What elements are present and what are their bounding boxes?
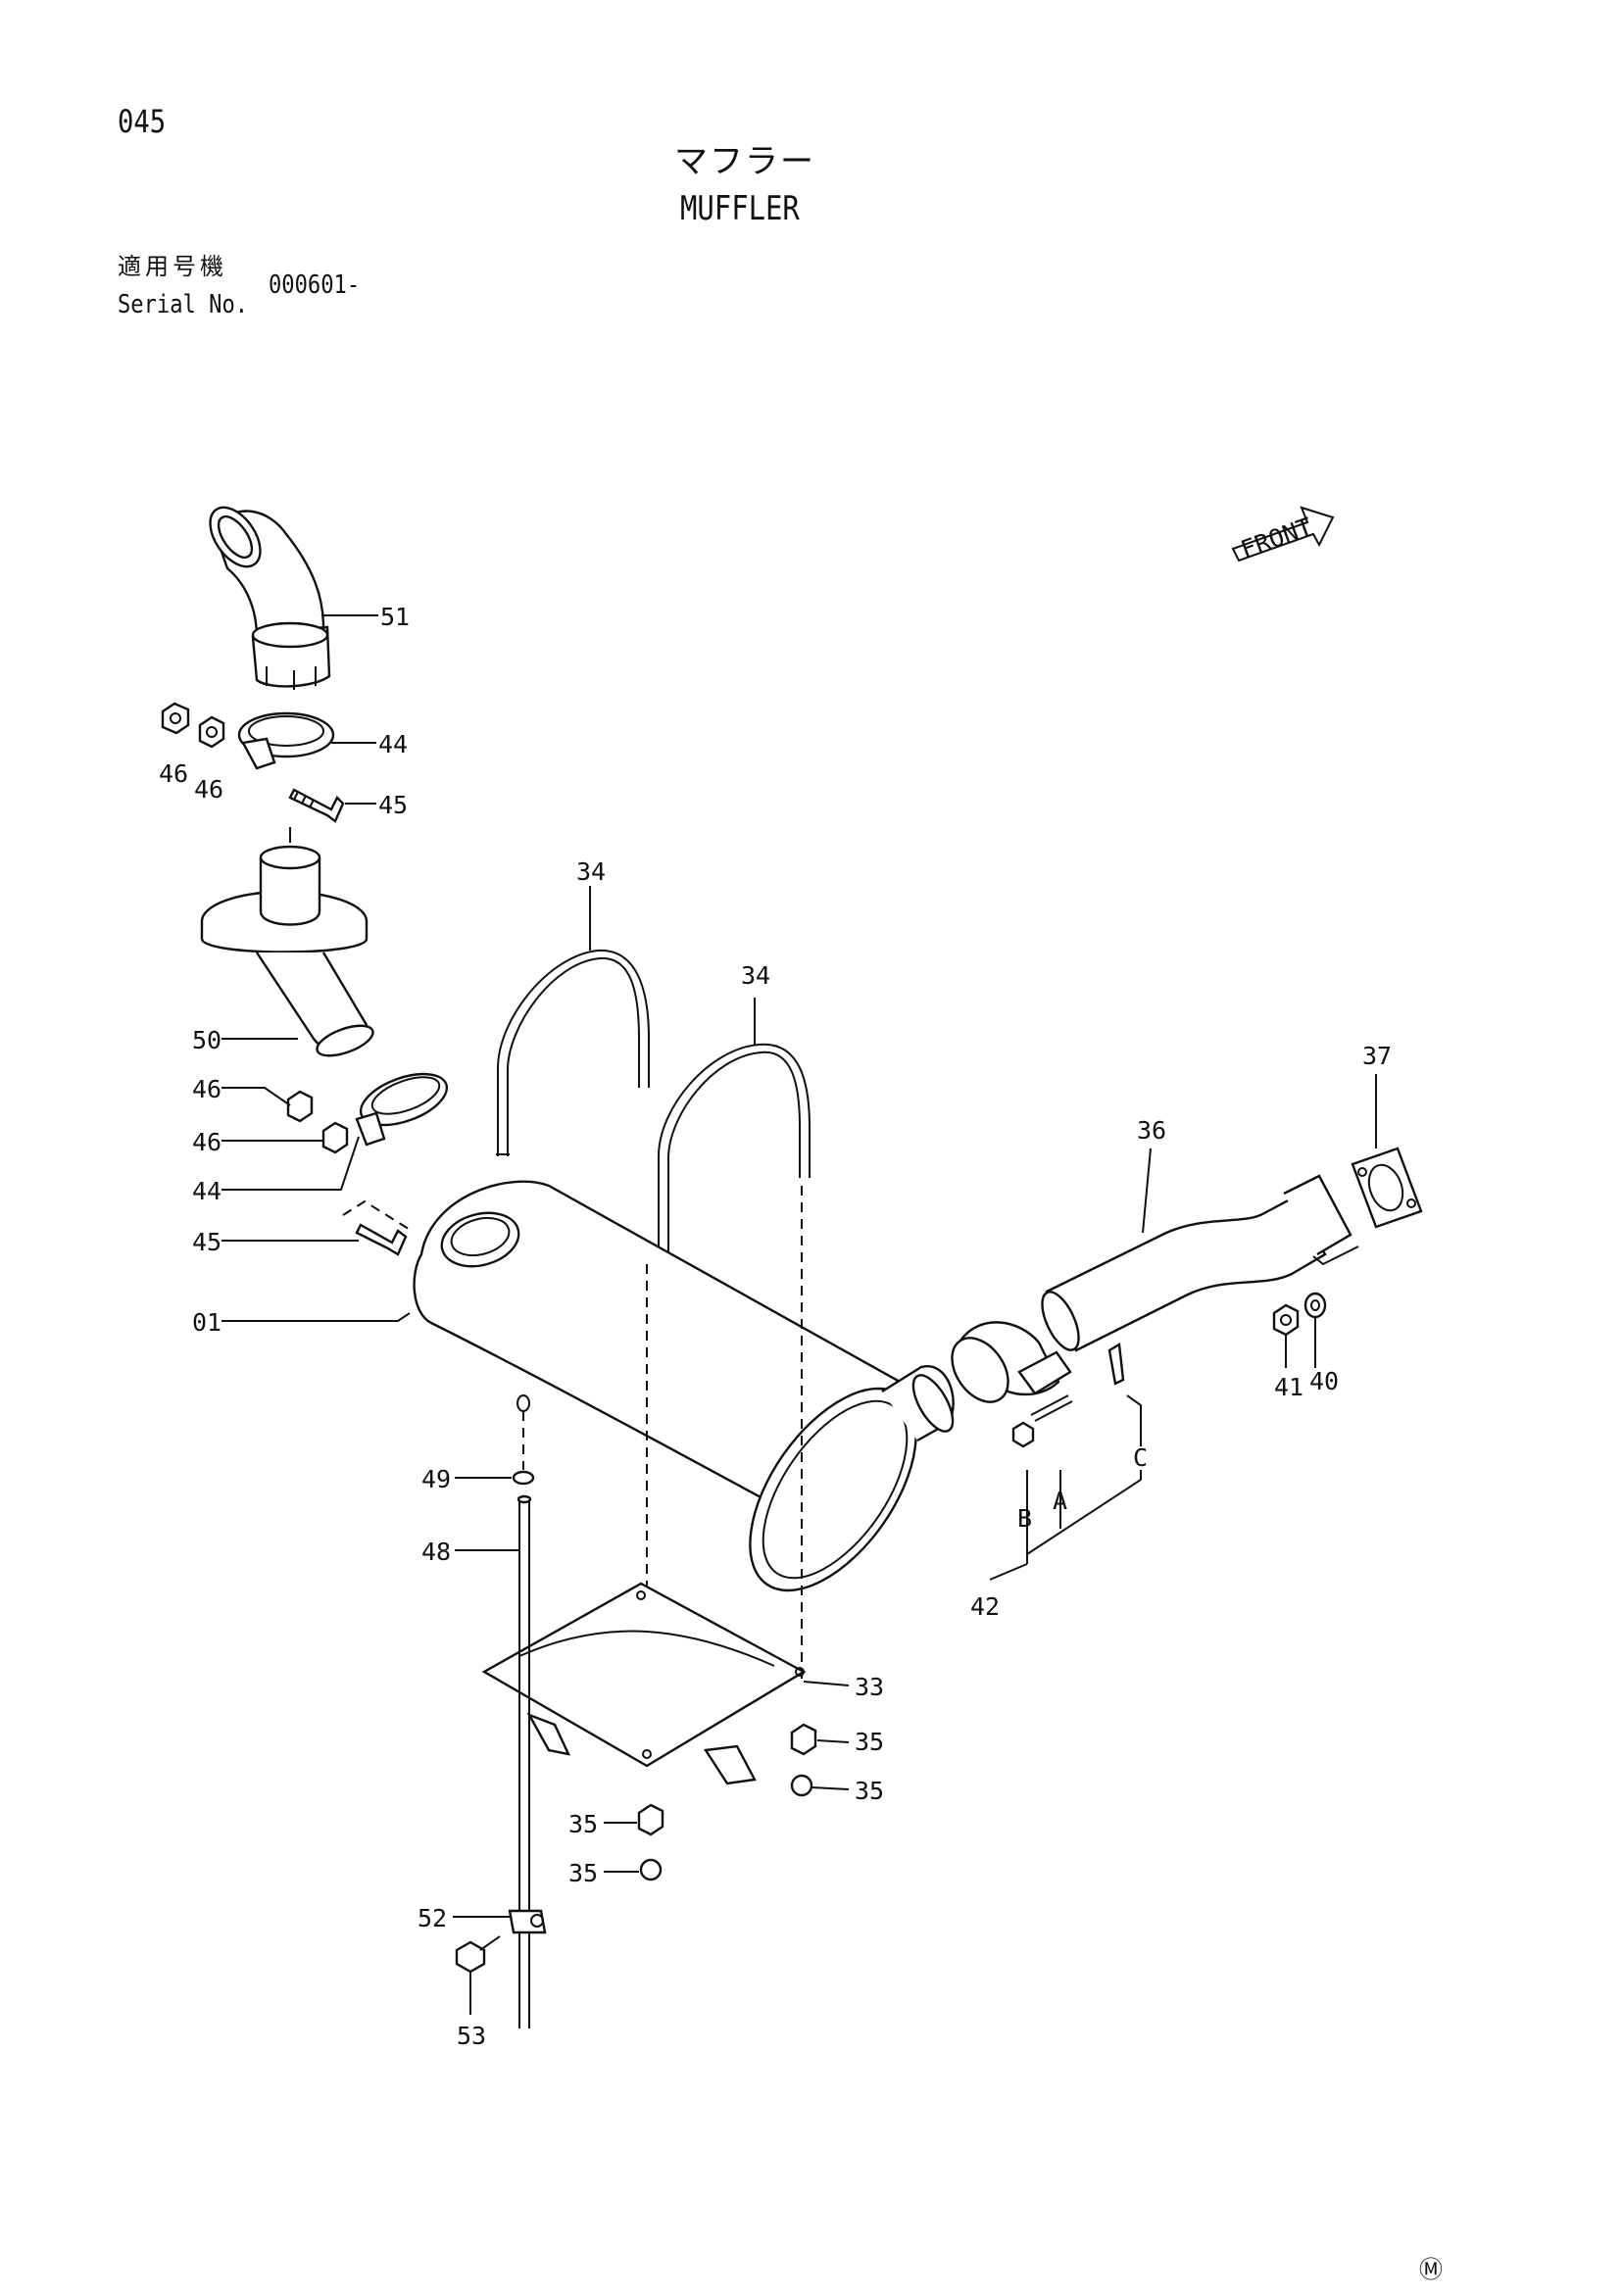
elbow-pipe-part	[209, 506, 331, 690]
callout-34: 34	[741, 961, 770, 990]
hex-nut-icon	[161, 702, 190, 735]
callout-53: 53	[457, 2022, 486, 2050]
callout-36: 36	[1137, 1116, 1166, 1145]
callout-46: 46	[192, 1075, 221, 1103]
callout-01: 01	[192, 1308, 221, 1337]
tail-pipe-part	[200, 845, 374, 1057]
callout-46: 46	[192, 1128, 221, 1156]
callout-37: 37	[1362, 1042, 1392, 1070]
callout-44: 44	[192, 1177, 221, 1205]
callout-44: 44	[378, 730, 408, 758]
exhaust-pipe-part	[1041, 1174, 1352, 1352]
callout-46: 46	[194, 775, 223, 804]
clamp-icon	[508, 1909, 547, 1934]
muffler-bracket-part	[481, 1582, 807, 1785]
page-number: 045	[118, 103, 167, 140]
lock-washer-icon	[639, 1858, 663, 1881]
lock-washer-icon	[1303, 1292, 1327, 1319]
callout-50: 50	[192, 1026, 221, 1054]
callout-45: 45	[192, 1228, 221, 1256]
front-arrow-label: FRONT	[1237, 513, 1316, 564]
hex-nut-icon	[790, 1723, 817, 1756]
hex-nut-icon	[198, 715, 225, 749]
callout-46: 46	[159, 759, 188, 788]
callout-45: 45	[378, 791, 408, 819]
gasket-part	[1351, 1147, 1423, 1229]
reference-letter-b: B	[1017, 1504, 1032, 1533]
serial-number-range: 000601-	[269, 270, 361, 300]
bolt-icon	[455, 1935, 501, 1974]
clip-icon	[512, 1470, 535, 1486]
callout-40: 40	[1309, 1367, 1339, 1395]
bolt-icon	[288, 788, 345, 823]
serial-label-japanese: 適用号機	[118, 253, 227, 280]
callout-35: 35	[855, 1728, 884, 1756]
front-arrow-icon: FRONT	[1231, 506, 1335, 564]
pipe-clamp-part	[951, 1321, 1125, 1448]
callout-41: 41	[1274, 1373, 1303, 1401]
maker-mark-icon: Ⓜ	[1419, 2256, 1443, 2283]
lock-washer-icon	[790, 1774, 813, 1797]
callout-49: 49	[421, 1465, 451, 1493]
lower-clamp-part	[355, 1072, 449, 1147]
title-japanese: マフラー	[674, 142, 815, 181]
callout-35: 35	[568, 1859, 598, 1887]
callout-35: 35	[855, 1777, 884, 1805]
title-english: MUFFLER	[680, 189, 800, 228]
leader-lines	[221, 614, 1377, 2015]
reference-letter-a: A	[1053, 1487, 1067, 1515]
callout-52: 52	[418, 1904, 447, 1932]
hex-nut-icon	[1272, 1303, 1300, 1337]
hex-nut-icon	[286, 1090, 314, 1123]
callout-42: 42	[970, 1592, 1000, 1621]
bolt-icon	[355, 1223, 408, 1256]
callout-51: 51	[380, 603, 410, 631]
u-bolt-part	[658, 1043, 811, 1256]
hex-nut-icon	[321, 1121, 349, 1154]
reference-letter-c: C	[1133, 1443, 1148, 1472]
muffler-body-part	[413, 1180, 955, 1592]
hex-nut-icon	[637, 1803, 664, 1836]
upper-clamp-part	[237, 711, 335, 770]
callout-34: 34	[576, 857, 606, 886]
callout-33: 33	[855, 1673, 884, 1701]
u-bolt-part	[496, 949, 650, 1156]
serial-label-english: Serial No.	[118, 290, 249, 319]
drain-tube-part	[516, 1494, 532, 2028]
callout-35: 35	[568, 1810, 598, 1838]
callout-48: 48	[421, 1538, 451, 1566]
